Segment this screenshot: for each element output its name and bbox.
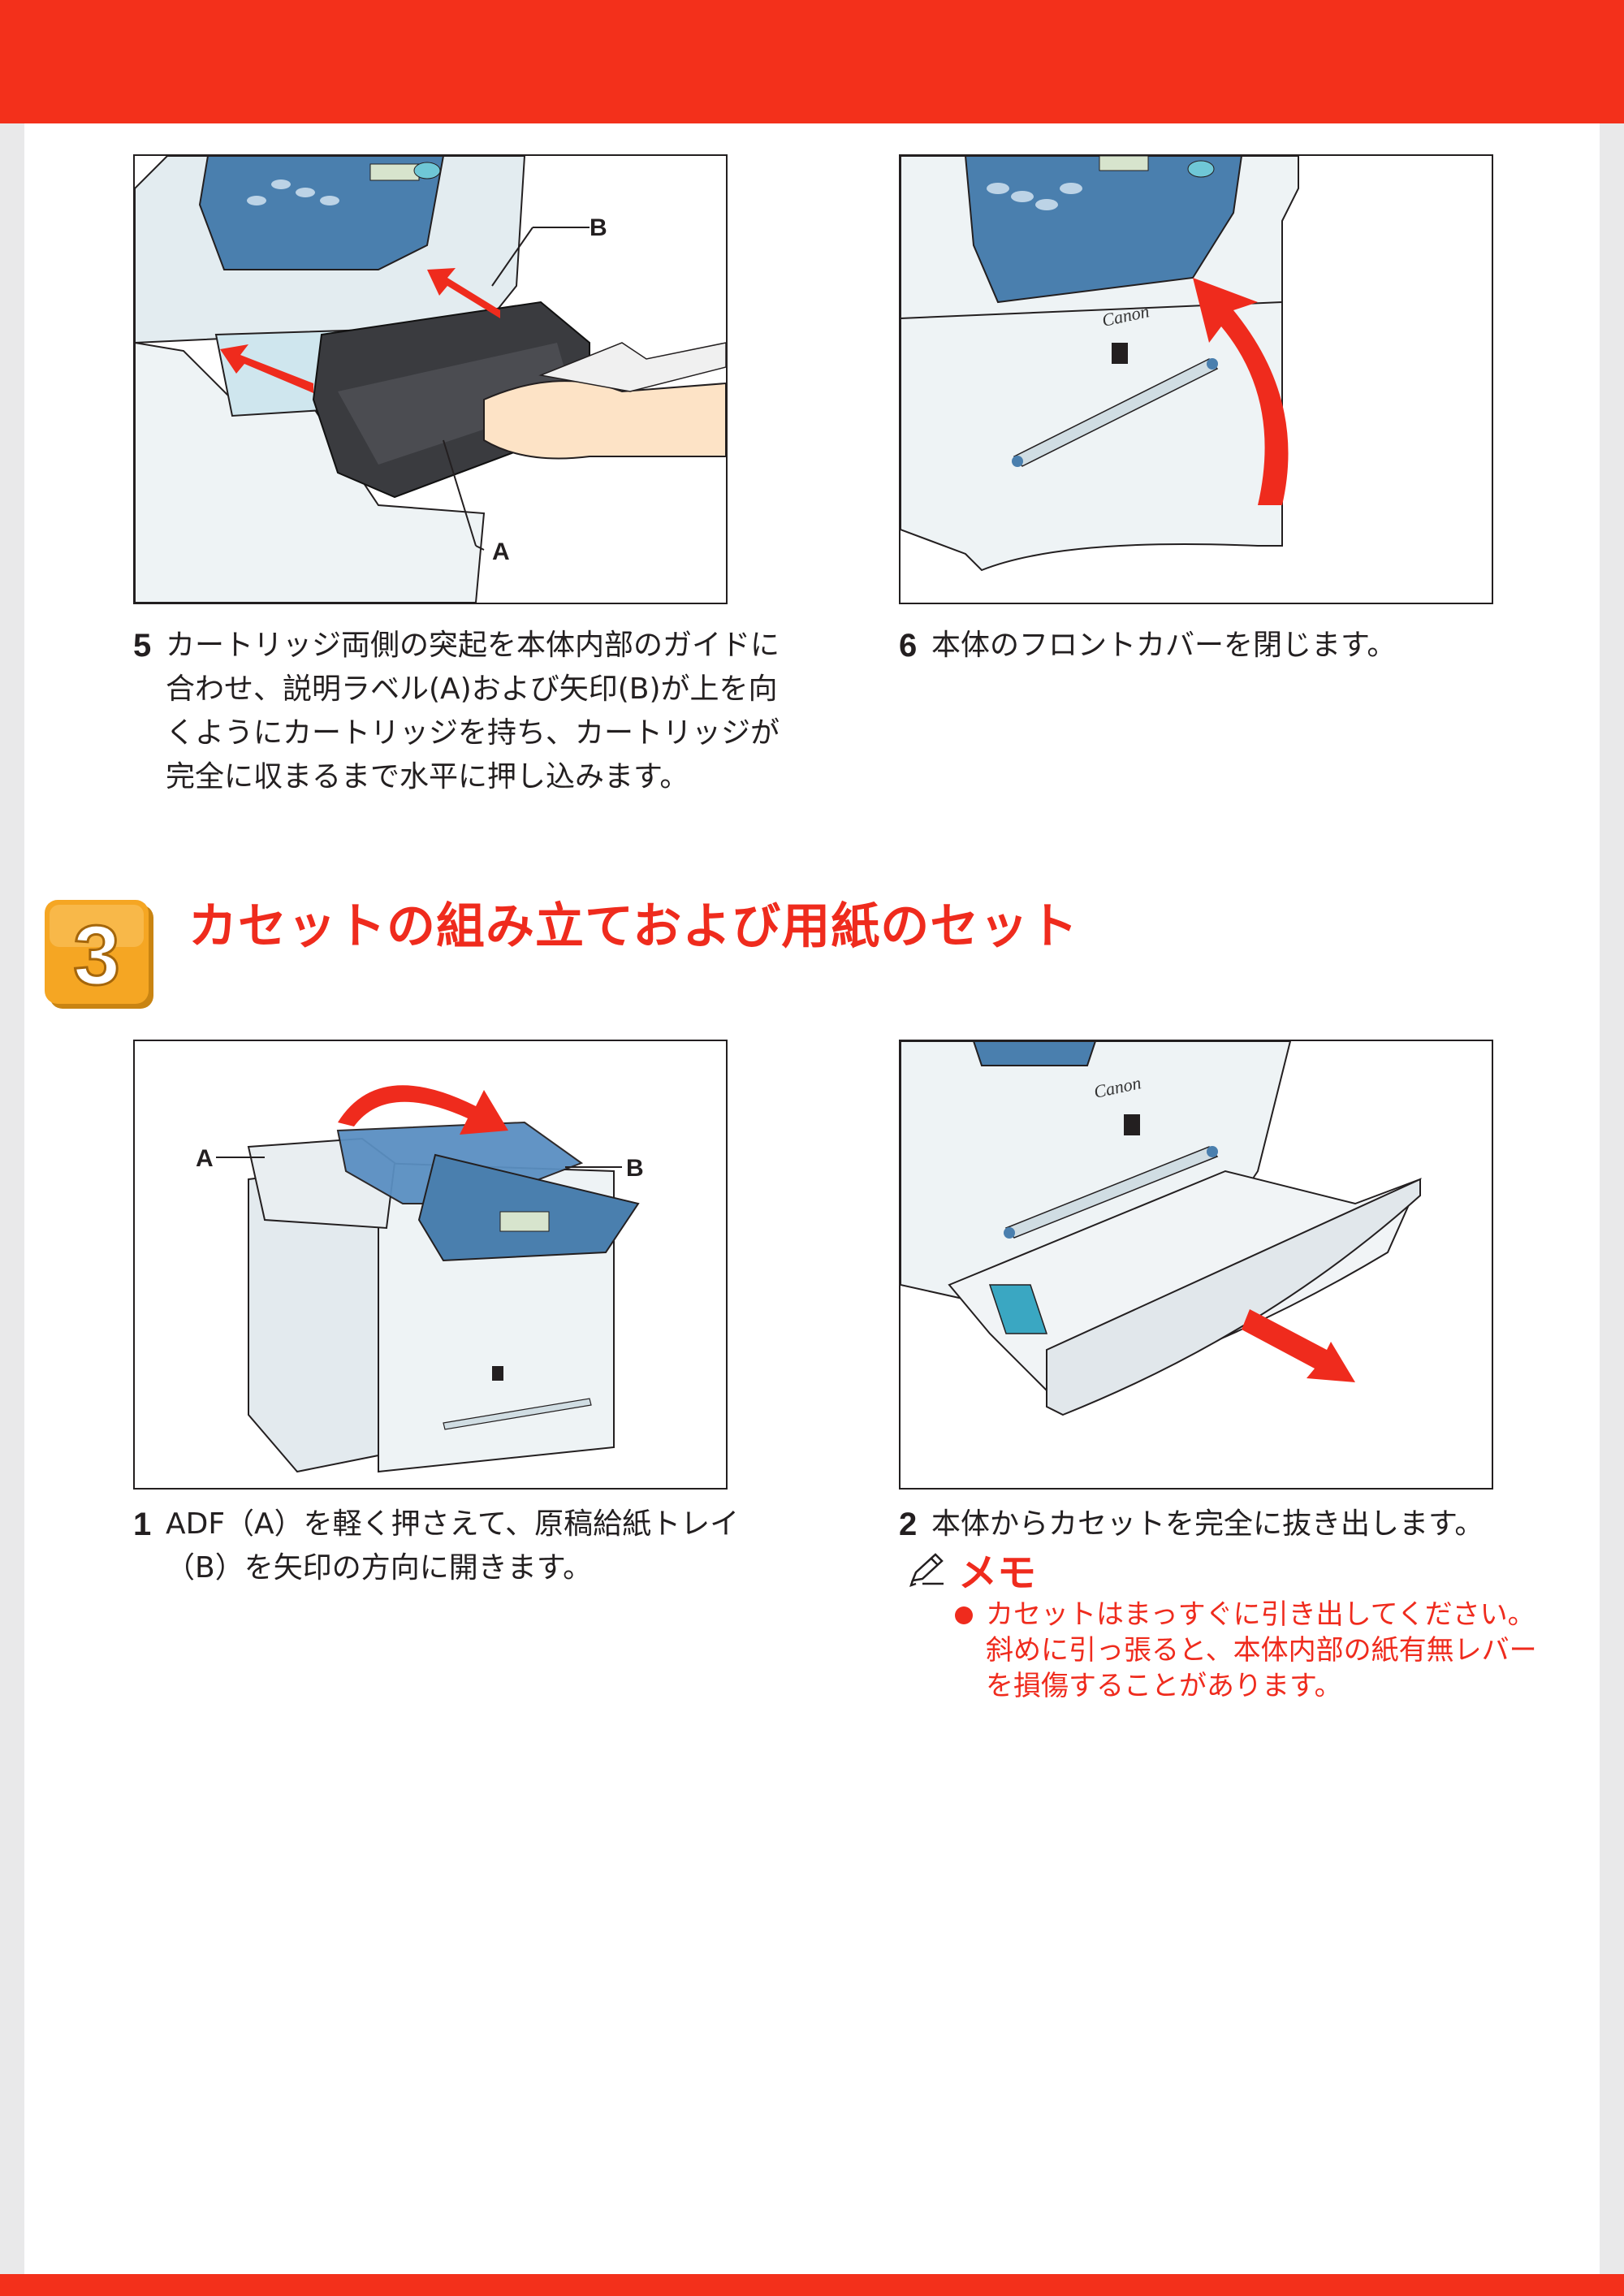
step-2: 2 本体からカセットを完全に抜き出します。 — [899, 1503, 1548, 1546]
memo-note: カセットはまっすぐに引き出してください。斜めに引っ張ると、本体内部の紙有無レバー… — [955, 1597, 1540, 1704]
figure-close-front-cover: Canon — [899, 154, 1493, 604]
figure-insert-cartridge: B A — [133, 154, 728, 604]
step-text: 本体のフロントカバーを閉じます。 — [931, 629, 1397, 662]
memo-text: カセットはまっすぐに引き出してください。斜めに引っ張ると、本体内部の紙有無レバー… — [986, 1598, 1537, 1702]
front-cover-illustration: Canon — [901, 156, 1492, 603]
footer-band — [0, 2274, 1624, 2296]
step-number: 6 — [899, 628, 918, 664]
step-text: カートリッジ両側の突起を本体内部のガイドに合わせ、説明ラベル(A)および矢印(B… — [166, 629, 780, 793]
memo-heading: メモ — [908, 1545, 1036, 1596]
step-number: 5 — [133, 628, 152, 664]
section-number-badge: 3 — [45, 900, 157, 1012]
step-text: ADF（A）を軽く押さえて、原稿給紙トレイ（B）を矢印の方向に開きます。 — [166, 1507, 740, 1585]
bullet-icon — [955, 1606, 973, 1624]
step-1: 1 ADF（A）を軽く押さえて、原稿給紙トレイ（B）を矢印の方向に開きます。 — [133, 1503, 783, 1590]
figure-pull-cassette: Canon — [899, 1040, 1493, 1490]
section-title: カセットの組み立ておよび用紙のセット — [188, 898, 1079, 955]
step-number: 1 — [133, 1507, 152, 1542]
step-number: 2 — [899, 1507, 918, 1542]
header-band — [0, 0, 1624, 123]
cassette-illustration: Canon — [901, 1041, 1492, 1488]
step-text: 本体からカセットを完全に抜き出します。 — [931, 1507, 1484, 1541]
cartridge-illustration: B A — [135, 156, 726, 603]
pencil-icon — [909, 1553, 944, 1587]
step-5: 5 カートリッジ両側の突起を本体内部のガイドに合わせ、説明ラベル(A)および矢印… — [133, 624, 783, 799]
figure-label-b: B — [590, 214, 607, 241]
step-6: 6 本体のフロントカバーを閉じます。 — [899, 624, 1548, 668]
memo-label: メモ — [958, 1550, 1037, 1596]
figure-open-adf-tray: A B — [133, 1040, 728, 1490]
adf-illustration: A B — [135, 1041, 726, 1488]
figure-label-b: B — [626, 1155, 644, 1182]
figure-label-a: A — [492, 538, 510, 565]
section-number: 3 — [73, 909, 120, 1003]
figure-label-a: A — [196, 1145, 214, 1172]
